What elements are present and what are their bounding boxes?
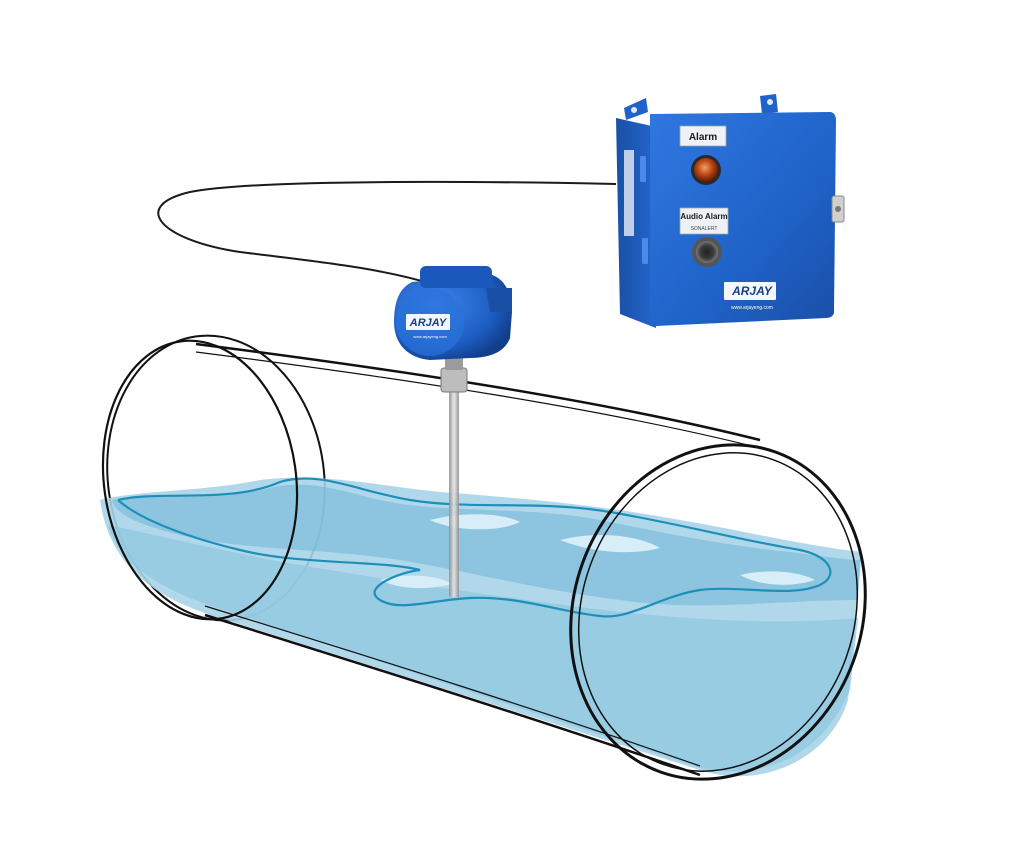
audio-alarm-sublabel-text: SONALERT [691, 226, 718, 232]
pipe-top-edge [195, 342, 761, 442]
water-surface-shade [112, 484, 860, 606]
sensor-website-text: www.arjayeng.com [413, 334, 447, 339]
pipe-right-rim-inner [577, 452, 859, 772]
box-brand-text: ARJAY [731, 284, 773, 298]
box-brand-plate [724, 282, 776, 300]
pipe-bottom-edge-inner [204, 605, 701, 767]
water-highlight-4 [380, 575, 452, 589]
water-wave-line [117, 477, 832, 618]
box-website-text: www.arjayeng.com [731, 305, 773, 311]
sensor-brand-text: ARJAY [409, 317, 448, 329]
alarm-label-plate [679, 125, 727, 147]
signal-cable [157, 180, 617, 285]
pipe-top-edge-inner [195, 351, 761, 449]
alarm-control-box: Alarm Audio Alarm SONALERT ARJAY www.arj… [616, 94, 845, 328]
audio-alarm-buzzer [696, 241, 718, 263]
water-deep-layer [108, 525, 858, 772]
audio-alarm-label-plate [679, 207, 729, 235]
alarm-lamp [694, 158, 718, 182]
sensor-brand-plate [406, 314, 450, 330]
sensor-head-top-cap [420, 266, 492, 288]
water-highlight-3 [740, 571, 815, 585]
sensor-fitting-neck [445, 356, 463, 370]
pipe-left-rim [101, 339, 299, 621]
level-sensor: ARJAY www.arjayeng.com [394, 266, 512, 597]
water-highlight-2 [560, 534, 660, 553]
sensor-head-side-port [486, 288, 512, 312]
pipe-bottom-edge [204, 613, 701, 777]
sensor-fitting-nut [440, 367, 468, 393]
sensor-rod [449, 392, 459, 597]
alarm-label-text: Alarm [689, 132, 717, 143]
pipe-right-rim-outer [569, 443, 867, 781]
side-sticker [624, 150, 634, 236]
pipe [100, 334, 867, 781]
audio-alarm-label-text: Audio Alarm [680, 212, 727, 221]
